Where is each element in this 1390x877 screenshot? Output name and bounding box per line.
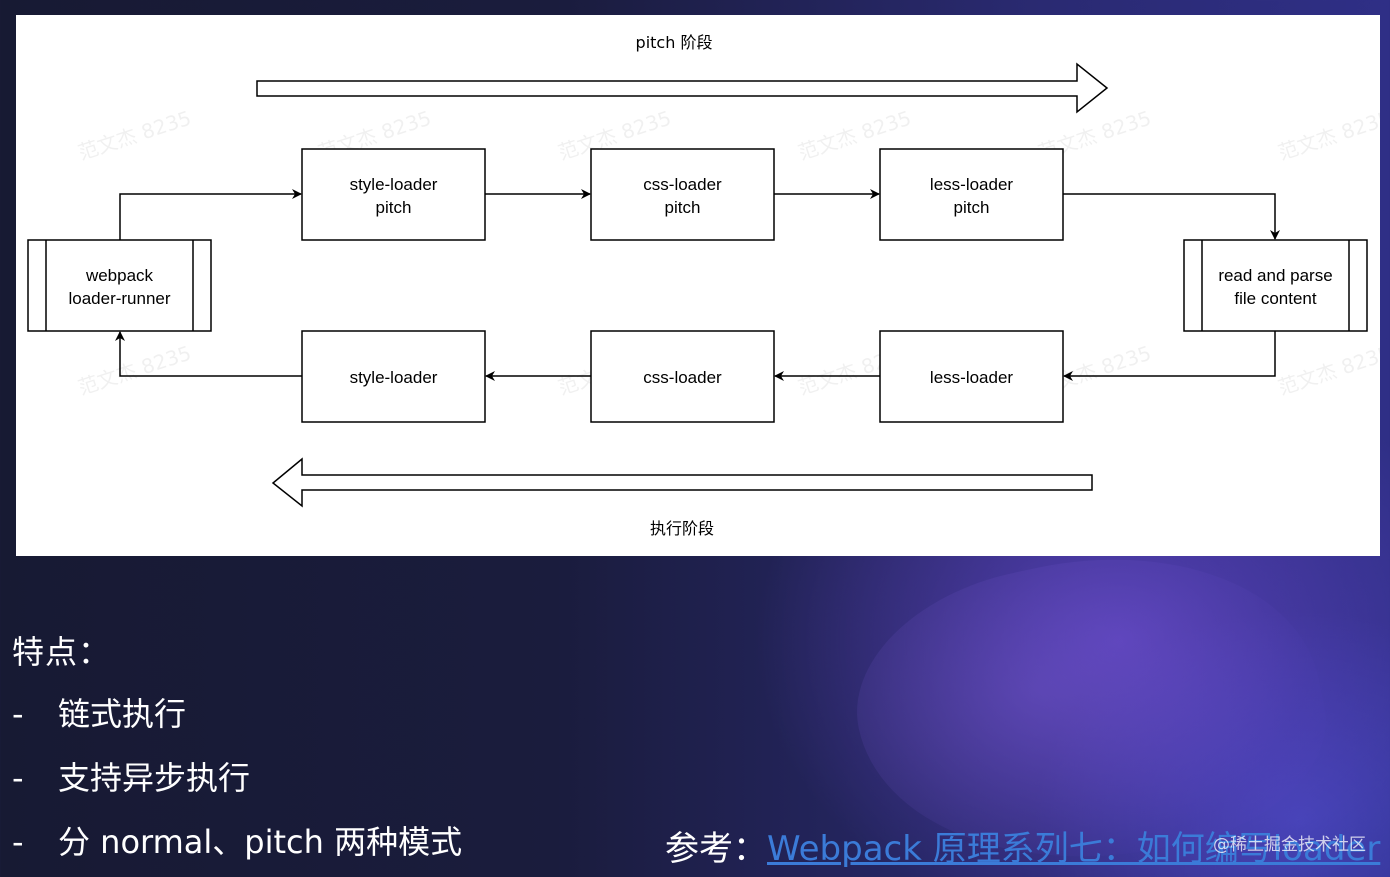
node-label: css-loader — [643, 175, 722, 194]
node-label: webpack — [85, 266, 154, 285]
loader-flow-diagram: 范文杰 8235 范文杰 8235 范文杰 8235 范文杰 8235 范文杰 … — [16, 15, 1380, 556]
edge-style-to-runner — [115, 331, 302, 377]
list-dash: - — [12, 823, 24, 861]
node-label: pitch — [376, 198, 412, 217]
watermark: 范文杰 8235 — [75, 106, 194, 165]
features-title: 特点： — [12, 633, 112, 671]
list-item: - 分 normal、pitch 两种模式 — [12, 820, 462, 864]
reference-link[interactable]: Webpack 原理系列七：如何编写loader — [767, 829, 1381, 869]
list-dash: - — [12, 695, 24, 733]
execution-direction-arrow — [271, 457, 1093, 508]
node-label: pitch — [665, 198, 701, 217]
less-loader-exec-node: less-loader — [879, 330, 1064, 423]
list-dash: - — [12, 759, 24, 797]
css-loader-exec-node: css-loader — [590, 330, 775, 423]
style-loader-pitch-node: style-loader pitch — [301, 148, 486, 241]
diagram-canvas: 范文杰 8235 范文杰 8235 范文杰 8235 范文杰 8235 范文杰 … — [27, 33, 1380, 538]
connector-layer — [115, 189, 1280, 381]
node-label: read and parse — [1218, 266, 1332, 285]
node-label: style-loader — [350, 175, 438, 194]
style-loader-exec-node: style-loader — [301, 330, 486, 423]
watermark: 范文杰 8235 — [75, 341, 194, 400]
node-label: css-loader — [643, 368, 722, 387]
node-label: style-loader — [350, 368, 438, 387]
background-decoration — [833, 515, 1347, 877]
watermark: 范文杰 8235 — [1275, 341, 1380, 400]
edge-read-file-to-less — [1063, 331, 1276, 381]
pitch-phase-label: pitch 阶段 — [636, 33, 713, 52]
list-item: - 链式执行 — [12, 692, 462, 736]
list-item-text: 分 normal、pitch 两种模式 — [58, 823, 463, 861]
list-item-text: 链式执行 — [58, 695, 187, 733]
watermark: 范文杰 8235 — [1275, 106, 1380, 165]
less-loader-pitch-node: less-loader pitch — [879, 148, 1064, 241]
node-label: loader-runner — [68, 289, 170, 308]
reference-prefix: 参考： — [665, 829, 767, 869]
node-label: file content — [1234, 289, 1316, 308]
execution-phase-label: 执行阶段 — [650, 519, 714, 538]
node-label: pitch — [954, 198, 990, 217]
node-label: less-loader — [930, 175, 1013, 194]
node-label: less-loader — [930, 368, 1013, 387]
features-list: 特点： - 链式执行 - 支持异步执行 - 分 normal、pitch 两种模… — [12, 630, 462, 877]
list-item-text: 支持异步执行 — [58, 759, 251, 797]
reference-line: 参考：Webpack 原理系列七：如何编写loader — [665, 826, 1380, 872]
list-item: - 支持异步执行 — [12, 756, 462, 800]
edge-less-pitch-to-read-file — [1063, 193, 1280, 240]
webpack-loader-runner-node: webpack loader-runner — [27, 239, 212, 332]
css-loader-pitch-node: css-loader pitch — [590, 148, 775, 241]
watermark-credit: @稀土掘金技术社区 — [1213, 835, 1366, 855]
edge-runner-to-style-pitch — [119, 189, 302, 240]
read-file-node: read and parse file content — [1183, 239, 1368, 332]
pitch-direction-arrow — [256, 62, 1109, 114]
